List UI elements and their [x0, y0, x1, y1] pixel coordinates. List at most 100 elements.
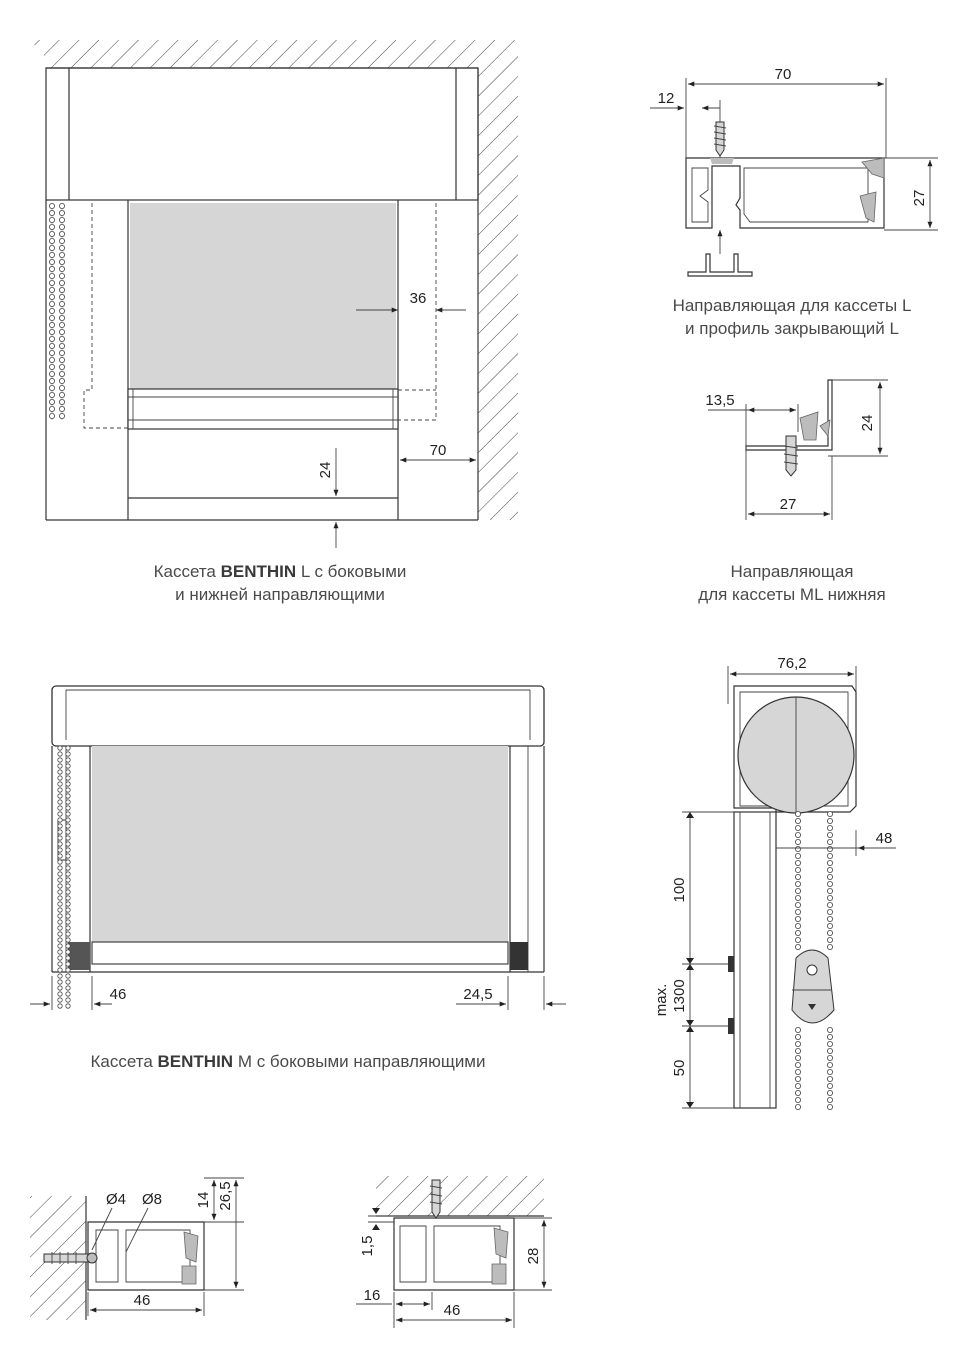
chain-bead — [795, 909, 802, 916]
roller-fabric-m — [92, 746, 508, 942]
chain-bead — [57, 781, 63, 787]
chain-bead — [59, 216, 66, 223]
chain-bead — [65, 823, 71, 829]
chain-bead — [57, 823, 63, 829]
chain-bead — [57, 835, 63, 841]
chain-bead — [57, 889, 63, 895]
chain-bead — [65, 967, 71, 973]
chain-bead — [57, 871, 63, 877]
chain-bead — [795, 839, 802, 846]
chain-bead — [59, 328, 66, 335]
dim-28: 28 — [525, 1248, 542, 1265]
chain-bead — [59, 209, 66, 216]
chain-bead — [65, 925, 71, 931]
chain-bead — [795, 846, 802, 853]
chain-bead — [65, 901, 71, 907]
dim-27-guide: 27 — [911, 190, 928, 207]
chain-bead — [65, 763, 71, 769]
chain-bead — [49, 342, 56, 349]
chain-bead — [59, 370, 66, 377]
chain-bead — [49, 237, 56, 244]
caption-guide-l: Направляющая для кассеты L и профиль зак… — [650, 294, 934, 340]
dim-46-b1: 46 — [134, 1292, 151, 1309]
chain-bead — [795, 1055, 802, 1062]
chain-bead — [57, 937, 63, 943]
chain-bead — [65, 787, 71, 793]
chain-bead — [827, 1062, 834, 1069]
chain-bead — [65, 943, 71, 949]
chain-bead — [65, 853, 71, 859]
chain-bead — [65, 781, 71, 787]
chain-bead — [49, 300, 56, 307]
chain-bead — [65, 907, 71, 913]
chain-bead — [795, 1097, 802, 1104]
chain-bead — [49, 349, 56, 356]
chain-bead — [49, 223, 56, 230]
chain-bead — [59, 223, 66, 230]
chain-bead — [59, 384, 66, 391]
chain-bead — [827, 916, 834, 923]
dim-16: 16 — [364, 1287, 381, 1304]
chain-bead — [65, 793, 71, 799]
chain-bead — [65, 931, 71, 937]
chain-bead — [795, 944, 802, 951]
chain-bead — [57, 877, 63, 883]
chain-bead — [827, 846, 834, 853]
chain-bead — [57, 865, 63, 871]
dim-13-5: 13,5 — [705, 392, 734, 409]
chain-bead — [49, 391, 56, 398]
chain-bead — [795, 1048, 802, 1055]
chain-bead — [57, 745, 63, 751]
dim-max: max. — [653, 984, 670, 1017]
chain-bead — [57, 805, 63, 811]
chain-bead — [65, 769, 71, 775]
chain-bead — [59, 202, 66, 209]
chain-bead — [65, 889, 71, 895]
chain-bead — [827, 1069, 834, 1076]
chain-tensioner — [791, 949, 835, 1024]
chain-bead — [795, 902, 802, 909]
dim-24-5: 24,5 — [463, 986, 492, 1003]
dim-48: 48 — [876, 830, 893, 847]
control-chain-m — [57, 745, 71, 1009]
section-ceiling-mount: 1,5 28 16 46 — [356, 1176, 552, 1328]
chain-bead — [827, 888, 834, 895]
chain-bead — [57, 859, 63, 865]
control-chain-side — [795, 811, 834, 1111]
chain-bead — [57, 943, 63, 949]
chain-bead — [59, 321, 66, 328]
chain-bead — [65, 871, 71, 877]
chain-bead — [57, 997, 63, 1003]
chain-bead — [795, 895, 802, 902]
chain-bead — [827, 923, 834, 930]
chain-bead — [65, 835, 71, 841]
chain-bead — [57, 751, 63, 757]
chain-bead — [49, 293, 56, 300]
chain-bead — [59, 300, 66, 307]
chain-bead — [65, 775, 71, 781]
chain-bead — [49, 272, 56, 279]
chain-bead — [49, 251, 56, 258]
chain-bead — [827, 853, 834, 860]
chain-bead — [49, 356, 56, 363]
chain-bead — [827, 937, 834, 944]
chain-bead — [59, 356, 66, 363]
chain-bead — [57, 949, 63, 955]
dim-26-5: 26,5 — [217, 1181, 234, 1210]
chain-bead — [795, 1090, 802, 1097]
chain-bead — [49, 209, 56, 216]
chain-bead — [57, 769, 63, 775]
chain-bead — [795, 853, 802, 860]
chain-bead — [57, 895, 63, 901]
chain-bead — [795, 1062, 802, 1069]
chain-bead — [795, 923, 802, 930]
chain-bead — [59, 293, 66, 300]
chain-bead — [795, 1076, 802, 1083]
chain-bead — [795, 930, 802, 937]
caption-benthin-m-post: M с боковыми направляющими — [233, 1052, 486, 1071]
chain-bead — [49, 321, 56, 328]
chain-bead — [49, 384, 56, 391]
chain-bead — [57, 763, 63, 769]
chain-bead — [59, 307, 66, 314]
